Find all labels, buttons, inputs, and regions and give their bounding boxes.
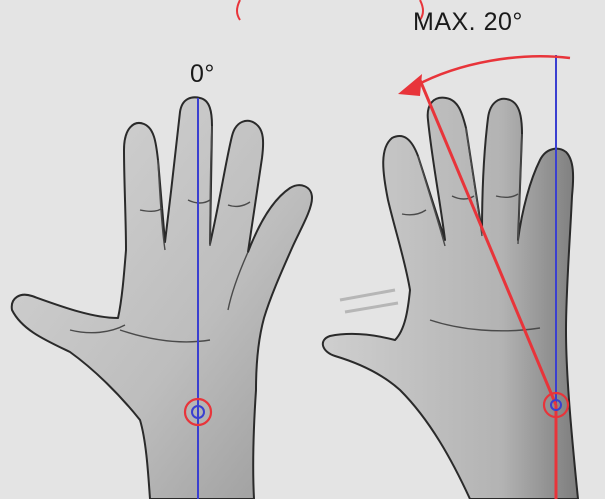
max-angle-label: MAX. 20° bbox=[413, 8, 523, 37]
left-hand-illustration bbox=[12, 97, 312, 499]
right-hand-illustration bbox=[323, 98, 578, 499]
right-hand-shadow bbox=[340, 290, 398, 312]
right-hand-shape bbox=[323, 98, 578, 499]
neutral-angle-label: 0° bbox=[190, 60, 215, 89]
top-cropped-mark bbox=[237, 0, 423, 20]
left-hand-shape bbox=[12, 97, 312, 499]
